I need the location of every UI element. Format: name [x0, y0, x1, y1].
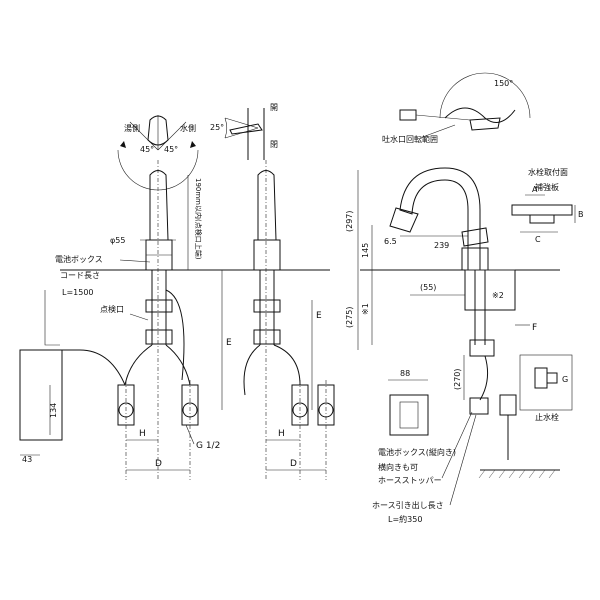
lever-open-close-detail: 25° 開 閉 — [210, 103, 278, 160]
hose-value-label: L=約350 — [388, 514, 422, 524]
reinforcement-label: 補強板 — [535, 182, 559, 192]
dim-88-label: 88 — [400, 369, 410, 378]
front-view: φ55 190mm以内(点検口上端) 点検口 H D G 1/2 E — [60, 160, 330, 480]
close-label: 閉 — [270, 140, 278, 149]
hose-pull-label: ホース引き出し長さ — [372, 500, 444, 510]
mount-hole-label: 水栓取付面 — [528, 167, 568, 177]
spout-range-label: 吐水口回転範囲 — [382, 134, 438, 144]
dim-x1-label: ※1 — [361, 303, 370, 315]
dim-239-label: 239 — [434, 241, 449, 250]
dim-134-label: 134 — [49, 403, 58, 418]
dim-g12-label: G 1/2 — [196, 441, 220, 451]
battery-box-v-label: 電池ボックス(縦向き) — [378, 447, 456, 457]
dim-h-label-front: H — [139, 429, 146, 439]
battery-box-right: 88 電池ボックス(縦向き) 横向きも可 ホースストッパー ホース引き出し長さ … — [372, 369, 477, 524]
angle-right-label: 45° — [164, 145, 178, 154]
hot-side-label: 湯側 — [124, 123, 140, 133]
dim-65-label: 6.5 — [384, 237, 397, 246]
stop-valve-detail: G 止水栓 — [519, 354, 573, 422]
battery-box-left: 電池ボックス コード長さ L=1500 134 43 — [19, 254, 151, 464]
dim-d-label-side: D — [290, 459, 297, 469]
side-view: H D E — [243, 160, 335, 480]
angle-left-label: 45° — [140, 145, 154, 154]
mounting-hole-detail: 水栓取付面 補強板 A B C — [511, 167, 584, 244]
right-elevation: (297) 145 6.5 239 (275) ※1 (55) ※2 F (27… — [345, 167, 560, 479]
dim-h-label-side: H — [278, 429, 285, 439]
side-ok-label: 横向きも可 — [378, 462, 418, 472]
battery-box-label: 電池ボックス — [55, 254, 103, 264]
dim-270-label: (270) — [453, 368, 462, 390]
cord-value-label: L=1500 — [62, 288, 94, 297]
dim-275-label: (275) — [345, 306, 354, 328]
dim-c-label: C — [535, 235, 541, 244]
dim-x2-label: ※2 — [492, 291, 504, 300]
dim-43-label: 43 — [22, 455, 32, 464]
cold-side-label: 水側 — [180, 123, 196, 133]
dim-e-label-front: E — [226, 338, 232, 348]
hose-stopper-label: ホースストッパー — [378, 476, 442, 485]
angle-150-label: 150° — [494, 79, 513, 88]
open-label: 開 — [270, 103, 278, 112]
spout-rotation-detail: 150° 吐水口回転範囲 — [382, 72, 531, 144]
dim-145-label: 145 — [361, 243, 370, 258]
dim-297-label: (297) — [345, 210, 354, 232]
dim-e-label-side: E — [316, 311, 322, 321]
lever-rotation-dial: 湯側 水側 45° 45° — [117, 115, 199, 191]
dim-b-label: B — [578, 210, 584, 219]
stop-valve-label: 止水栓 — [535, 412, 559, 422]
dim-d-label-front: D — [155, 459, 162, 469]
dim-a-label: A — [532, 185, 538, 194]
check-port-label: 点検口 — [100, 304, 124, 314]
dim-f-label: F — [532, 323, 537, 333]
dia55-label: φ55 — [110, 236, 125, 245]
dim-55p-label: (55) — [420, 283, 436, 292]
angle-25-label: 25° — [210, 123, 224, 132]
dim-g-label: G — [562, 375, 568, 384]
range-190-label: 190mm以内(点検口上端) — [194, 178, 203, 260]
cord-length-label: コード長さ — [60, 271, 100, 280]
